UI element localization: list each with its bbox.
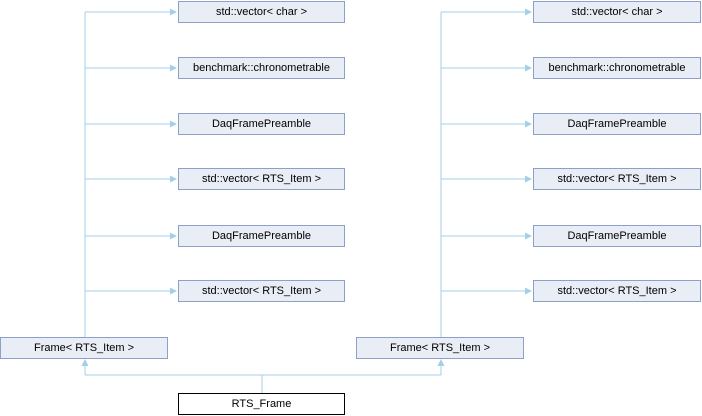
edge-inheritance xyxy=(81,359,445,393)
arrowheads-left xyxy=(170,8,177,295)
node-benchmark-chronometrable-left[interactable]: benchmark::chronometrable xyxy=(178,57,345,79)
node-std-vector-char-right[interactable]: std::vector< char > xyxy=(533,1,701,23)
node-frame-rtsitem-left[interactable]: Frame< RTS_Item > xyxy=(0,337,168,359)
edge-left-trunk xyxy=(84,8,177,337)
node-daqframepreamble-left-1[interactable]: DaqFramePreamble xyxy=(178,113,345,135)
node-std-vector-char-left[interactable]: std::vector< char > xyxy=(178,1,345,23)
node-benchmark-chronometrable-right[interactable]: benchmark::chronometrable xyxy=(533,57,701,79)
node-daqframepreamble-right-1[interactable]: DaqFramePreamble xyxy=(533,113,701,135)
edge-right-trunk xyxy=(440,8,532,337)
node-daqframepreamble-left-2[interactable]: DaqFramePreamble xyxy=(178,225,345,247)
node-std-vector-rtsitem-right-1[interactable]: std::vector< RTS_Item > xyxy=(533,168,701,190)
arrowheads-right xyxy=(525,8,532,295)
node-rts-frame-root: RTS_Frame xyxy=(178,393,345,415)
node-frame-rtsitem-right[interactable]: Frame< RTS_Item > xyxy=(356,337,524,359)
node-daqframepreamble-right-2[interactable]: DaqFramePreamble xyxy=(533,225,701,247)
arrowheads-inheritance xyxy=(81,359,445,366)
node-std-vector-rtsitem-right-2[interactable]: std::vector< RTS_Item > xyxy=(533,280,701,302)
node-std-vector-rtsitem-left-1[interactable]: std::vector< RTS_Item > xyxy=(178,168,345,190)
node-std-vector-rtsitem-left-2[interactable]: std::vector< RTS_Item > xyxy=(178,280,345,302)
